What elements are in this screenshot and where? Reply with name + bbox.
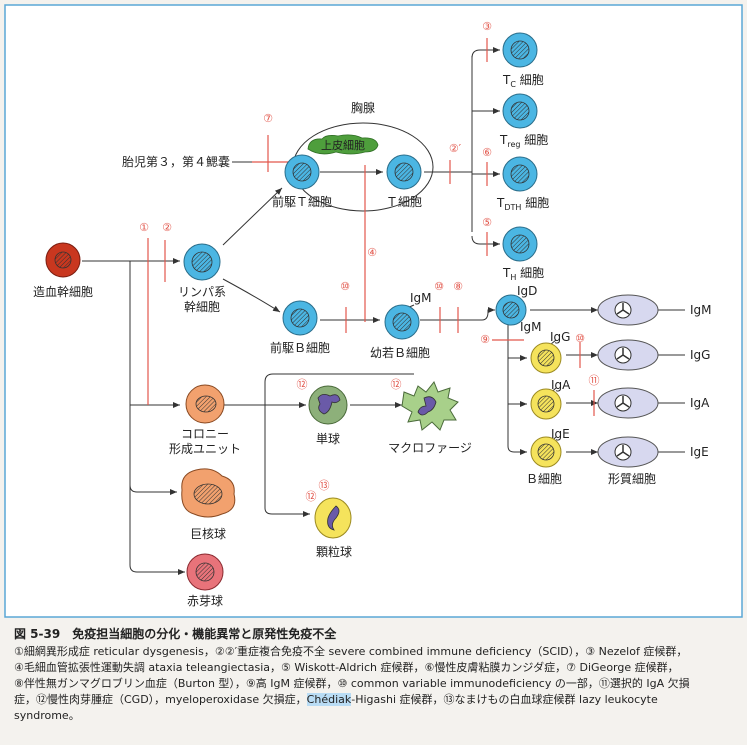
arrow-to-th [471, 235, 500, 247]
plasma-cell-ige[interactable] [597, 436, 659, 468]
out-igm-label: IgM [690, 303, 712, 317]
t-cell[interactable] [386, 154, 422, 190]
epithelium-label: 上皮細胞 [321, 139, 365, 152]
marker-12a: ⑫ [297, 378, 308, 391]
marker-5: ⑤ [482, 216, 492, 229]
marker-11: ⑪ [589, 374, 600, 387]
igg-label: IgG [550, 330, 570, 344]
marker-1: ① [139, 221, 149, 234]
caption-line-1: ①細網異形成症 reticular dysgenesis，②②′重症複合免疫不全… [14, 645, 688, 658]
lymph-label-2: 幹細胞 [184, 299, 220, 314]
marker-4: ④ [367, 246, 377, 259]
cfu-cell[interactable] [185, 384, 225, 424]
preB-label: 前駆Ｂ細胞 [270, 340, 330, 355]
caption-line-3: ⑧伴性無ガンマグロブリン血症（Burton 型），⑨高 IgM 症候群，⑩ co… [14, 677, 690, 690]
marker-10a: ⑩ [340, 280, 350, 293]
caption-line-5: syndrome。 [14, 709, 80, 722]
immB-label: 幼若Ｂ細胞 [370, 346, 430, 360]
th-label: TH 細胞 [502, 266, 544, 282]
igm2-label: IgM [520, 320, 542, 334]
caption-line-4a: 症，⑫慢性肉芽腫症（CGD），myeloperoxidase 欠損症， [14, 693, 307, 706]
plasma-cell-igg[interactable] [597, 339, 659, 371]
macrophage-label: マクロファージ [388, 441, 472, 455]
marker-12c: ⑫ [306, 490, 317, 503]
hsc-cell[interactable] [45, 242, 81, 278]
monocyte-cell[interactable] [308, 385, 348, 425]
arrow-immB-to-B [420, 307, 495, 321]
out-igg-label: IgG [690, 348, 710, 362]
treg-cell[interactable] [502, 93, 538, 129]
marker-8: ⑧ [453, 280, 463, 293]
thymus-label: 胸腺 [351, 100, 375, 115]
treg-label: Treg 細胞 [499, 133, 548, 149]
marker-7: ⑦ [263, 112, 273, 125]
arrow-to-ige [507, 445, 527, 455]
marker-6: ⑥ [482, 146, 492, 159]
plasma-cell-iga[interactable] [597, 387, 659, 419]
marker-2p: ②′ [449, 142, 462, 155]
megakaryocyte-cell[interactable] [181, 468, 236, 518]
out-ige-label: IgE [690, 445, 709, 459]
th-cell[interactable] [502, 226, 538, 262]
colony-label-1: コロニー [181, 427, 229, 441]
figure-caption: 図 5-39 免疫担当細胞の分化・機能異常と原発性免疫不全 ①細網異形成症 re… [14, 626, 736, 724]
lymph-label-1: リンパ系 [178, 285, 226, 299]
caption-line-4: 症，⑫慢性肉芽腫症（CGD），myeloperoxidase 欠損症，Chédi… [14, 692, 736, 708]
igm-immature-label: IgM [410, 291, 432, 305]
hsc-label: 造血幹細胞 [33, 284, 93, 299]
epithelium-shape [307, 134, 379, 155]
tdth-cell[interactable] [502, 156, 538, 192]
arrow-to-erythroblast [129, 261, 185, 575]
caption-title: 図 5-39 免疫担当細胞の分化・機能異常と原発性免疫不全 [14, 627, 337, 641]
igd-label: IgD [517, 284, 537, 298]
immune-cell-differentiation-diagram: 造血幹細胞 リンパ系 幹細胞 胸腺 上皮細胞 胎児第３，第４鰓嚢 前駆Ｔ細胞 Ｔ… [4, 4, 743, 618]
preT-label: 前駆Ｔ細胞 [272, 194, 332, 209]
marker-12b: ⑫ [391, 378, 402, 391]
iga-label: IgA [551, 378, 571, 392]
preB-cell[interactable] [282, 300, 318, 336]
b-cell-ige[interactable] [530, 436, 562, 468]
macrophage-cell[interactable] [401, 381, 459, 431]
line-top-to-macro [264, 373, 414, 405]
arrow-to-thymus [222, 187, 283, 246]
erythroblast-cell[interactable] [186, 553, 224, 591]
caption-highlight: Chédiak [306, 693, 352, 706]
tcell-label: Ｔ細胞 [386, 195, 422, 209]
granulocyte-cell[interactable] [314, 497, 352, 539]
tc-label: TC 細胞 [502, 73, 544, 89]
bcell-label: Ｂ細胞 [526, 472, 562, 486]
colony-label-2: 形成ユニット [169, 442, 241, 456]
ige-label: IgE [551, 427, 570, 441]
tdth-label: TDTH 細胞 [496, 196, 549, 212]
tc-cell[interactable] [502, 32, 538, 68]
arrow-to-tc [471, 47, 500, 59]
marker-2: ② [162, 221, 172, 234]
b-cell-igg[interactable] [530, 342, 562, 374]
b-cell-iga[interactable] [530, 388, 562, 420]
b-cell-igd[interactable] [495, 294, 527, 326]
immature-B-cell[interactable] [384, 304, 420, 340]
caption-line-2: ④毛細血管拡張性運動失調 ataxia teleangiectasia，⑤ Wi… [14, 661, 679, 674]
arrow-to-preB [222, 278, 281, 313]
caption-line-4b: -Higashi 症候群，⑬なまけもの白血球症候群 lazy leukocyte [351, 693, 658, 706]
marker-10b: ⑩ [434, 280, 444, 293]
plasma-label: 形質細胞 [608, 471, 656, 486]
preT-cell[interactable] [284, 154, 320, 190]
arrow-to-granulocyte [264, 405, 310, 517]
granulocyte-label: 顆粒球 [316, 544, 352, 559]
marker-9: ⑨ [480, 333, 490, 346]
megakaryocyte-label: 巨核球 [190, 527, 226, 541]
monocyte-label: 単球 [316, 432, 340, 446]
erythroblast-label: 赤芽球 [187, 594, 223, 608]
marker-3: ③ [482, 20, 492, 33]
arrow-to-megakaryocyte [129, 484, 177, 495]
pharyngeal-label: 胎児第３，第４鰓嚢 [122, 154, 230, 169]
lymphoid-stem-cell[interactable] [183, 243, 221, 281]
out-iga-label: IgA [690, 396, 710, 410]
marker-10c: ⑩ [575, 332, 585, 345]
marker-13: ⑬ [319, 479, 330, 492]
plasma-cell-igm[interactable] [597, 294, 659, 326]
